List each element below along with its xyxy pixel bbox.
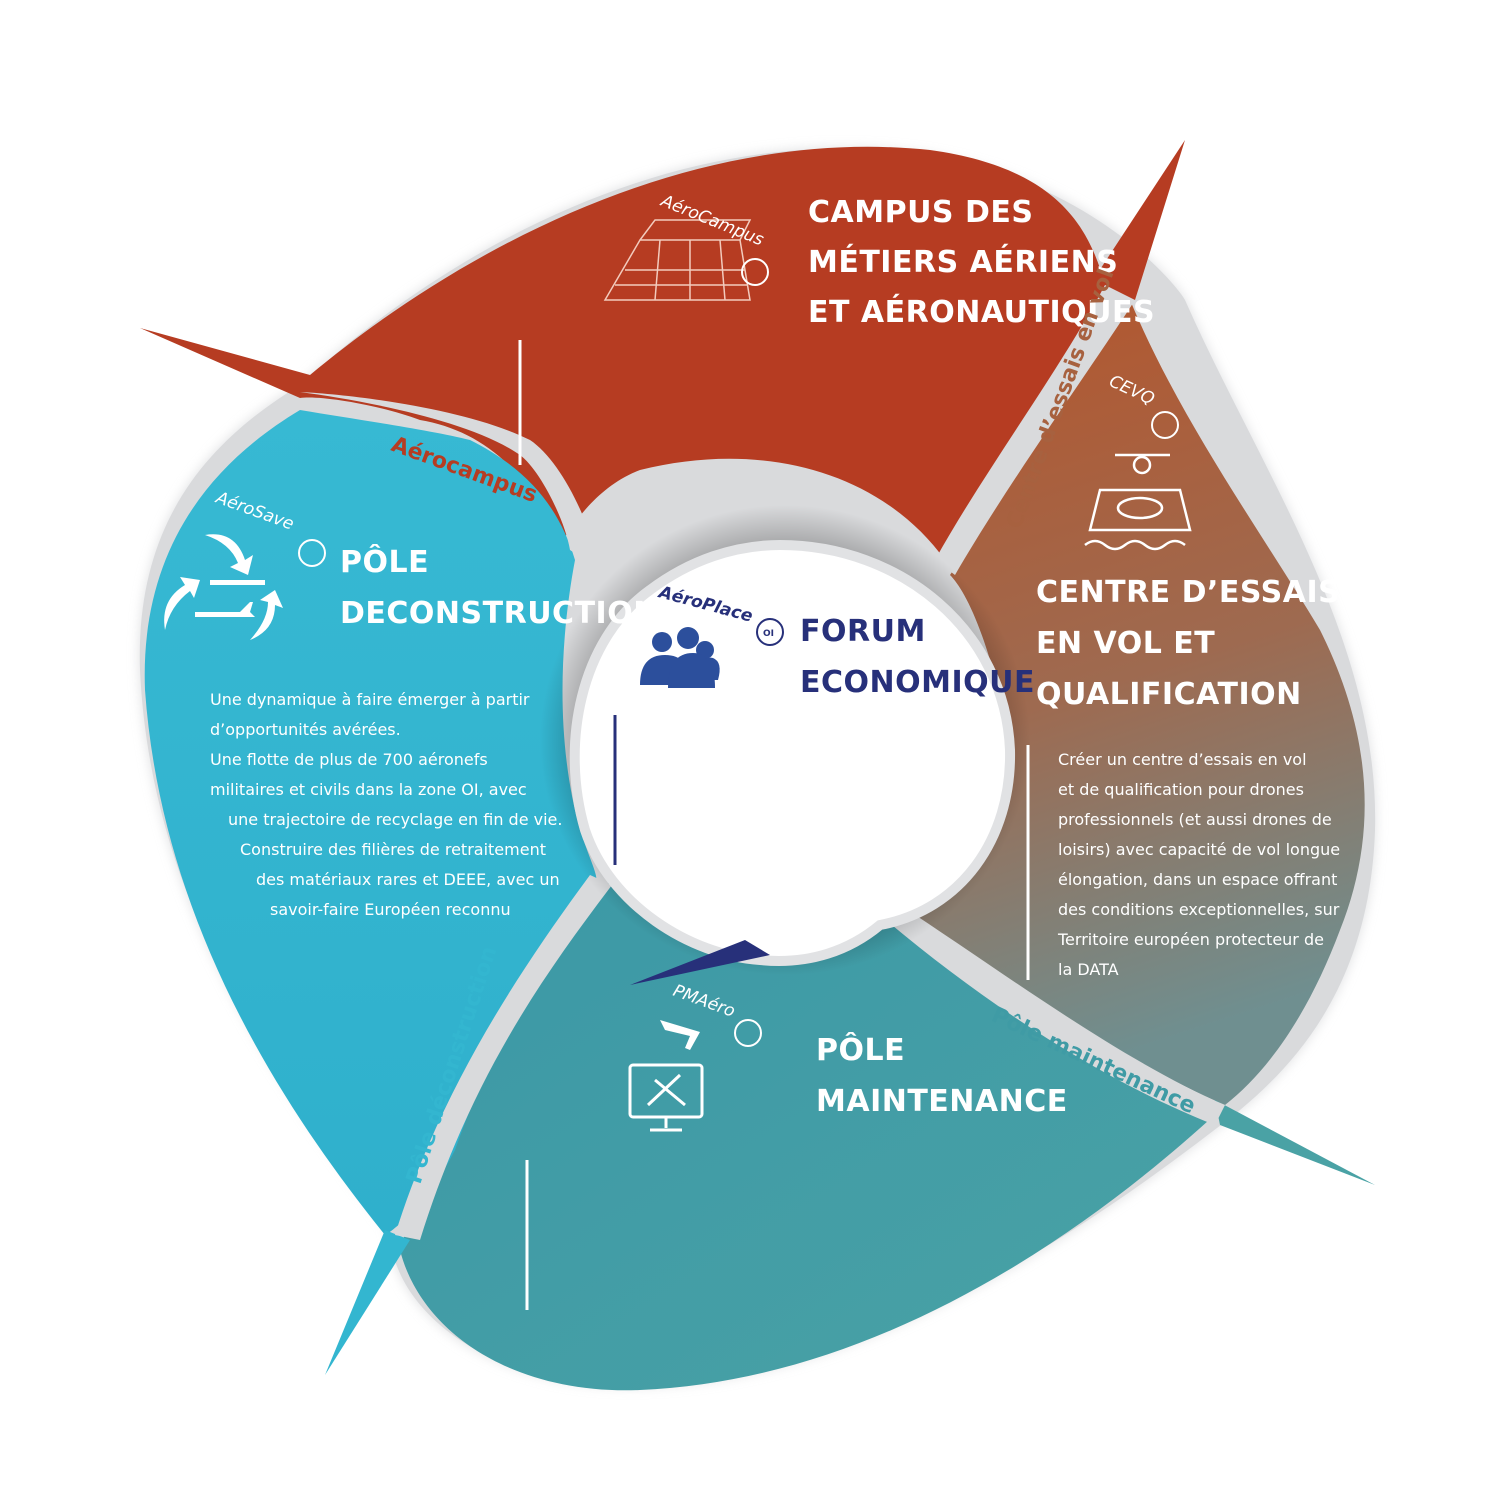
deconstruction-description: Une dynamique à faire émerger à partir d… bbox=[210, 690, 562, 919]
monitor-tools-icon bbox=[628, 1063, 704, 1132]
svg-text:des matériaux rares et DEEE, a: des matériaux rares et DEEE, avec un bbox=[256, 870, 560, 889]
svg-text:militaires et civils dans la z: militaires et civils dans la zone OI, av… bbox=[210, 780, 527, 799]
svg-text:FORUM: FORUM bbox=[800, 614, 926, 649]
svg-text:Une dynamique à faire émerger: Une dynamique à faire émerger à partir bbox=[210, 690, 530, 709]
segment-cevq bbox=[870, 300, 1365, 1105]
svg-text:Une flotte de plus de 700 aéro: Une flotte de plus de 700 aéronefs bbox=[210, 750, 488, 769]
maintenance-title: PÔLE MAINTENANCE bbox=[816, 1031, 1068, 1119]
oi-badge-icon bbox=[741, 258, 769, 286]
recycle-aircraft-icon bbox=[164, 534, 283, 640]
svg-text:PÔLE: PÔLE bbox=[816, 1031, 905, 1068]
oi-badge-icon bbox=[756, 618, 784, 646]
svg-text:PÔLE: PÔLE bbox=[340, 543, 429, 580]
svg-text:CAMPUS DES: CAMPUS DES bbox=[808, 195, 1034, 230]
segment-deconstruction bbox=[144, 410, 597, 1235]
svg-text:QUALIFICATION: QUALIFICATION bbox=[1036, 677, 1302, 712]
svg-text:ECONOMIQUE: ECONOMIQUE bbox=[800, 665, 1035, 700]
svg-text:et de qualification pour drone: et de qualification pour drones bbox=[1058, 780, 1304, 799]
svg-text:MÉTIERS AÉRIENS: MÉTIERS AÉRIENS bbox=[808, 244, 1118, 280]
oi-badge-icon bbox=[734, 1019, 762, 1047]
svg-text:CENTRE D’ESSAIS: CENTRE D’ESSAIS bbox=[1036, 575, 1340, 610]
segment-campus bbox=[140, 146, 1105, 560]
campus-title: CAMPUS DES MÉTIERS AÉRIENS ET AÉRONAUTIQ… bbox=[808, 195, 1155, 330]
svg-text:d’opportunités avérées.: d’opportunités avérées. bbox=[210, 720, 401, 739]
svg-text:DECONSTRUCTION: DECONSTRUCTION bbox=[340, 596, 659, 631]
oi-badge-icon bbox=[1151, 411, 1179, 439]
drone-landing-pad-icon bbox=[1084, 453, 1192, 551]
deconstruction-title: PÔLE DECONSTRUCTION bbox=[340, 543, 659, 631]
svg-text:ET AÉRONAUTIQUES: ET AÉRONAUTIQUES bbox=[808, 294, 1155, 330]
svg-text:EN VOL ET: EN VOL ET bbox=[1036, 626, 1215, 661]
svg-text:la DATA: la DATA bbox=[1058, 960, 1119, 979]
center-forum bbox=[569, 539, 1016, 985]
svg-text:professionnels (et aussi drone: professionnels (et aussi drones de bbox=[1058, 810, 1332, 829]
svg-text:Créer un centre d’essais en vo: Créer un centre d’essais en vol bbox=[1058, 750, 1307, 769]
svg-text:une trajectoire de recyclage e: une trajectoire de recyclage en fin de v… bbox=[228, 810, 562, 829]
building-icon bbox=[603, 219, 752, 301]
svg-text:Territoire européen protecteur: Territoire européen protecteur de bbox=[1057, 930, 1324, 949]
center-title: FORUM ECONOMIQUE bbox=[800, 614, 1035, 700]
oi-badge-icon bbox=[298, 539, 326, 567]
svg-text:Construire des filières de ret: Construire des filières de retraitement bbox=[240, 840, 546, 859]
svg-text:élongation, dans un espace off: élongation, dans un espace offrant bbox=[1058, 870, 1337, 889]
svg-text:MAINTENANCE: MAINTENANCE bbox=[816, 1084, 1068, 1119]
svg-text:savoir-faire Européen reconnu: savoir-faire Européen reconnu bbox=[270, 900, 511, 919]
cevq-description: Créer un centre d’essais en vol et de qu… bbox=[1057, 750, 1340, 979]
airplane-icon bbox=[660, 1020, 700, 1050]
people-group-icon bbox=[640, 627, 720, 688]
segment-maintenance bbox=[400, 880, 1220, 1391]
cevq-title: CENTRE D’ESSAIS EN VOL ET QUALIFICATION bbox=[1036, 575, 1340, 712]
svg-text:des conditions exceptionnelles: des conditions exceptionnelles, sur bbox=[1058, 900, 1340, 919]
svg-text:loisirs) avec capacité de vol: loisirs) avec capacité de vol longue bbox=[1058, 840, 1340, 859]
svg-text:OI: OI bbox=[763, 629, 774, 639]
